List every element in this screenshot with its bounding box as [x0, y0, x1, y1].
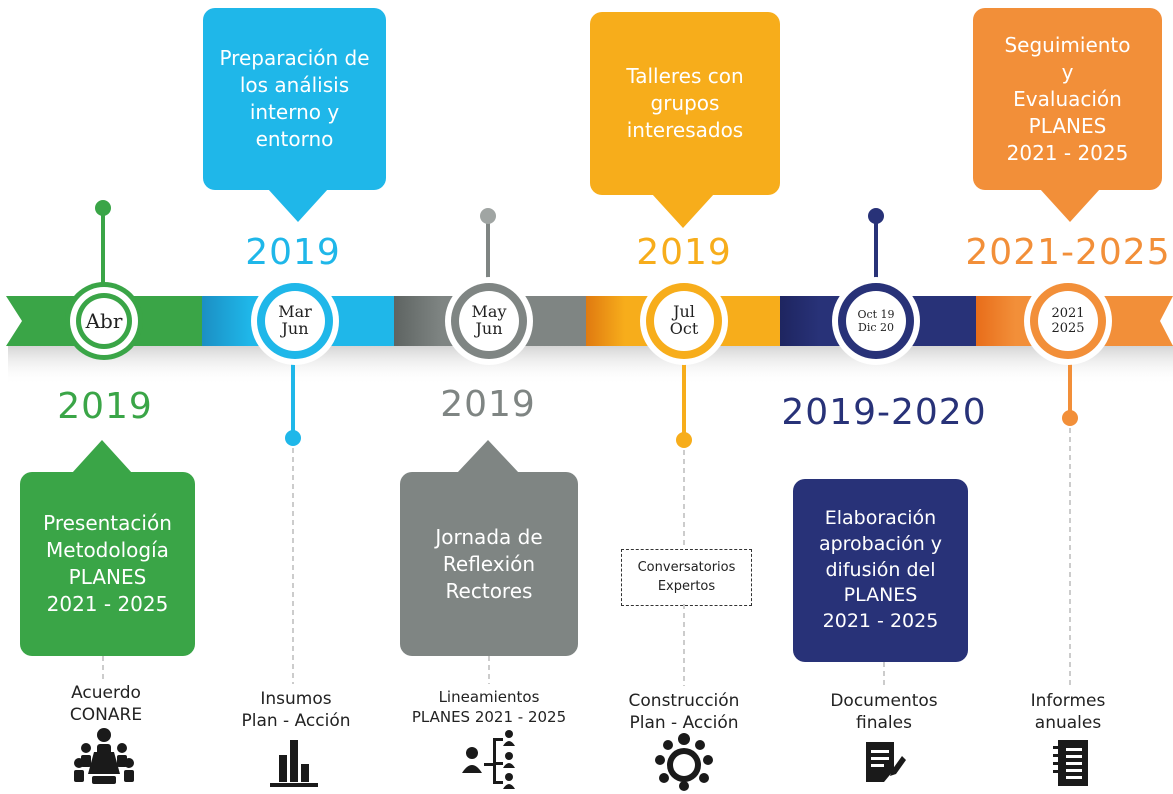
- output-acuerdo: Acuerdo CONARE: [69, 683, 143, 726]
- note-conversatorios: Conversatorios Expertos: [621, 549, 752, 606]
- stem-dot-2: [285, 430, 301, 446]
- output-lineamientos: Lineamientos PLANES 2021 - 2025: [411, 688, 567, 726]
- stem-dot-6: [1062, 410, 1078, 426]
- date-circle-abr: Abr: [65, 282, 143, 360]
- year-label-2: 2019: [245, 232, 341, 273]
- lower-box-elaboracion: Elaboración aprobación y difusión del PL…: [793, 479, 968, 662]
- pointer-preparacion: [268, 189, 328, 222]
- date-circle-label: 2025: [1051, 321, 1084, 336]
- date-circle-may-jun: May Jun: [445, 277, 533, 365]
- year-label-6: 2021-2025: [965, 232, 1171, 273]
- pointer-jornada: [457, 440, 519, 473]
- date-circle-label: 2021: [1051, 306, 1084, 321]
- date-circle-label: Mar: [278, 302, 312, 321]
- meeting-icon: [74, 728, 134, 784]
- stem-dot-5: [868, 208, 884, 224]
- date-circle-mar-jun: Mar Jun: [251, 277, 339, 365]
- date-circle-oct-dic: Oct 19 Dic 20: [832, 277, 920, 365]
- year-label-1: 2019: [57, 386, 153, 427]
- date-circle-label: Jun: [473, 319, 502, 338]
- stem-dot-3: [480, 208, 496, 224]
- year-label-4: 2019: [636, 232, 732, 273]
- output-informes: Informes anuales: [1030, 691, 1106, 734]
- pointer-talleres: [652, 194, 714, 228]
- stem-dot-1: [95, 200, 111, 216]
- date-circle-label: May: [472, 302, 507, 321]
- upper-box-seguimiento: Seguimiento y Evaluación PLANES 2021 - 2…: [973, 8, 1162, 190]
- org-chart-icon: [462, 730, 515, 789]
- lower-box-presentacion: Presentación Metodología PLANES 2021 - 2…: [20, 472, 195, 656]
- year-label-3: 2019: [440, 384, 536, 425]
- notebook-icon: [1053, 740, 1088, 786]
- date-circle-jul-oct: Jul Oct: [640, 277, 728, 365]
- document-pen-icon: [866, 742, 906, 782]
- date-circle-label: Oct 19: [857, 308, 894, 321]
- date-circle-label: Abr: [85, 309, 123, 333]
- upper-box-preparacion: Preparación de los análisis interno y en…: [203, 8, 386, 190]
- stem-dot-4: [676, 432, 692, 448]
- output-insumos: Insumos Plan - Acción: [241, 689, 351, 732]
- date-circle-label: Jun: [279, 319, 308, 338]
- date-circle-label: Jul: [671, 302, 695, 321]
- output-documentos: Documentos finales: [830, 691, 938, 734]
- pointer-presentacion: [72, 440, 132, 473]
- date-circle-label: Dic 20: [858, 321, 894, 334]
- ribbon-shadow: [8, 345, 1173, 385]
- pointer-seguimiento: [1040, 189, 1100, 222]
- upper-box-talleres: Talleres con grupos interesados: [590, 12, 780, 195]
- bar-chart-icon: [270, 740, 318, 787]
- lower-box-jornada: Jornada de Reflexión Rectores: [400, 472, 578, 656]
- output-construccion: Construcción Plan - Acción: [628, 691, 740, 734]
- team-icon: [655, 733, 713, 791]
- year-label-5: 2019-2020: [781, 392, 987, 433]
- date-circle-label: Oct: [670, 319, 699, 338]
- date-circle-2021-2025: 2021 2025: [1024, 277, 1112, 365]
